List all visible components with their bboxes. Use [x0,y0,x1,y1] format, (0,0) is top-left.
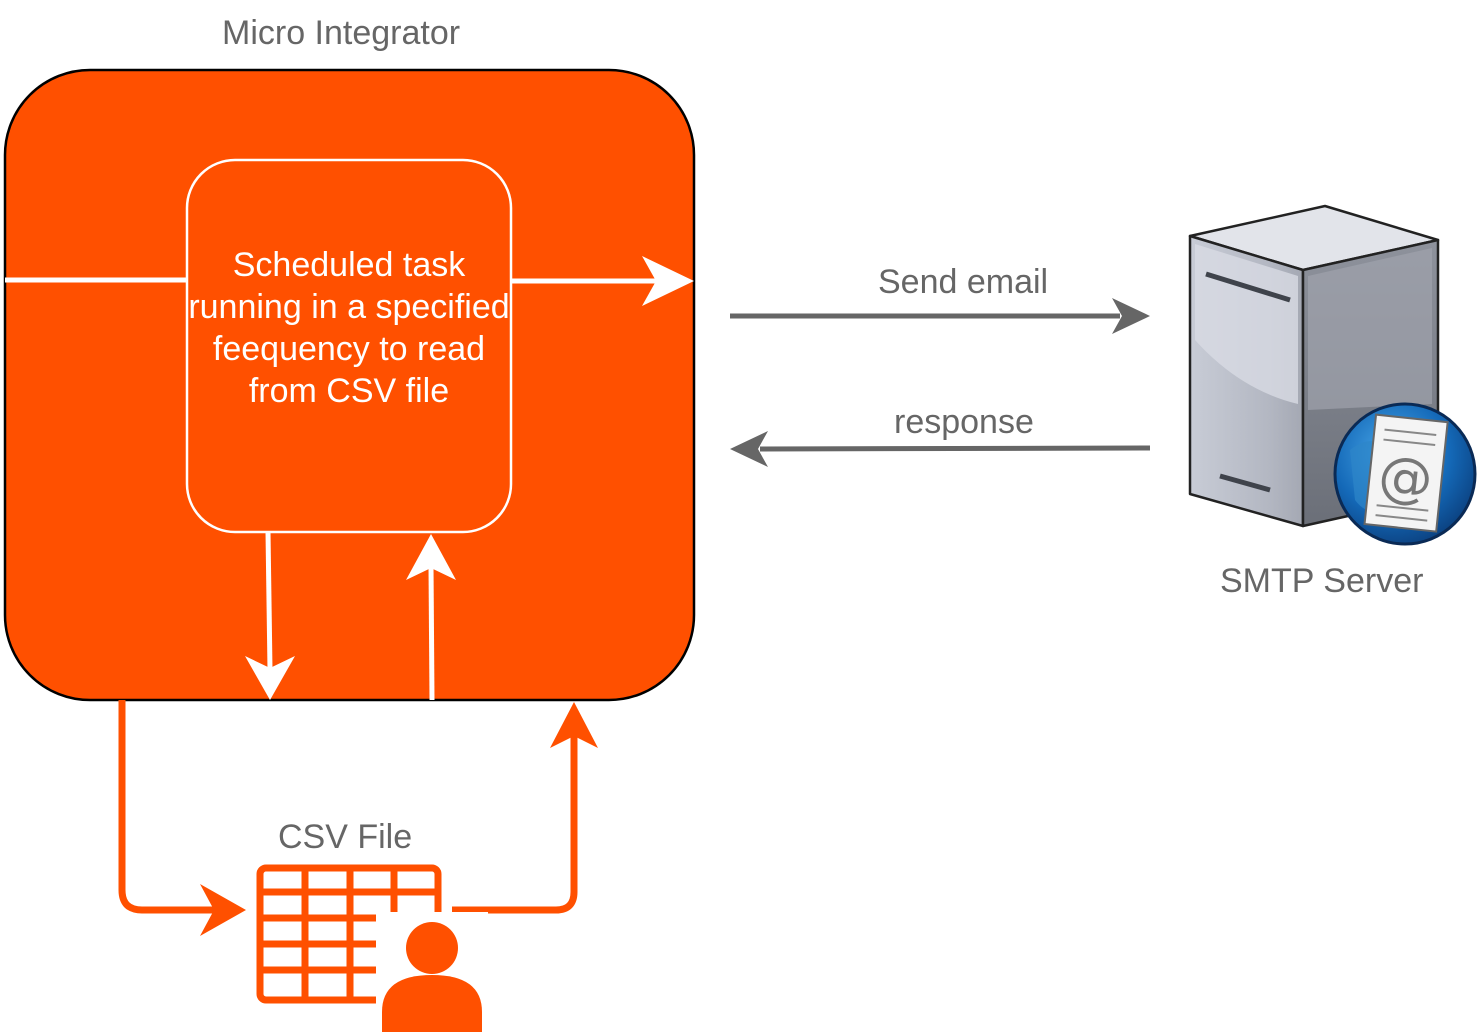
csv-file-user-icon [256,864,488,1032]
task-down-arrow [245,531,295,700]
response-label: response [894,403,1034,441]
read-csv-arrow [118,700,246,936]
task-up-arrow [406,534,456,701]
scheduled-task-text: Scheduled task running in a specified fe… [188,246,510,410]
response-arrow [730,431,1151,467]
scheduled-task-box [185,158,513,534]
send-email-arrow [730,298,1150,334]
svg-text:@: @ [1375,443,1435,511]
container-title: Micro Integrator [222,14,461,52]
csv-file-label: CSV File [278,818,413,856]
smtp-server-label: SMTP Server [1220,562,1424,600]
csv-data-arrow [452,702,598,914]
send-email-label: Send email [878,263,1049,301]
task-output-arrow [511,256,694,306]
mail-server-icon: @ [1188,204,1477,546]
